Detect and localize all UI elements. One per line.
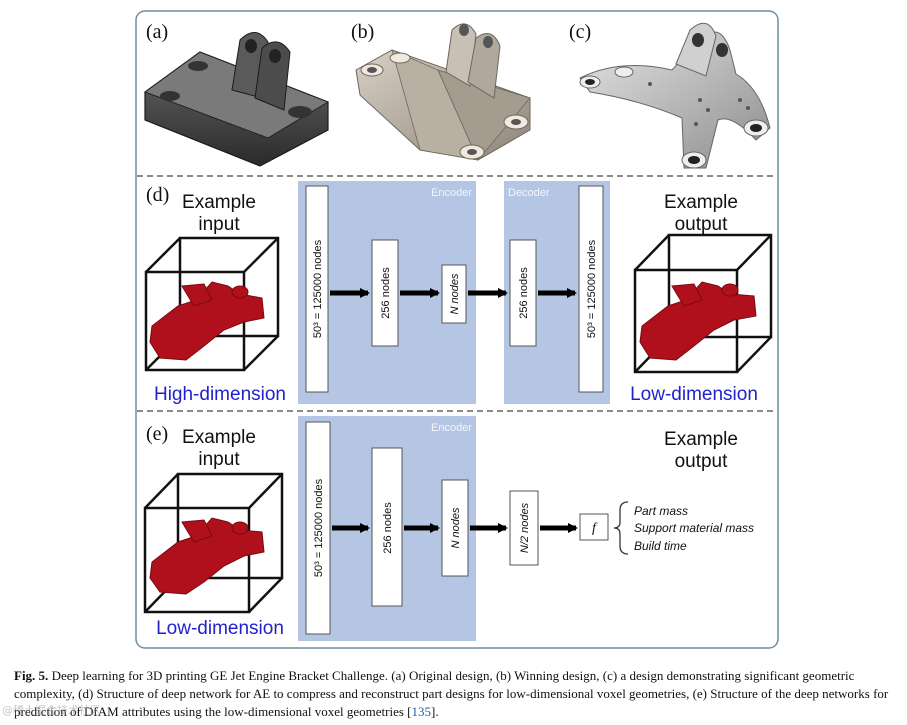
- example-output-line2-d: output: [675, 214, 729, 235]
- node-label-input-e: 50³ = 125000 nodes: [313, 478, 325, 577]
- example-input-line1-d: Example: [182, 192, 256, 213]
- example-output-line1-e: Example: [664, 429, 738, 450]
- voxel-shape-input-d: [149, 281, 265, 361]
- node-label-n-e: N nodes: [450, 507, 462, 548]
- input-layer-d: [305, 185, 329, 393]
- voxel-shape-input-e: [149, 517, 265, 595]
- half-latent-layer-e: [509, 490, 539, 566]
- voxel-cube-input-e: [143, 472, 284, 614]
- watermark: @稀土掘金技术社区: [2, 704, 101, 717]
- latent-layer-e: [441, 479, 469, 577]
- panel-label-d: (d): [146, 184, 169, 206]
- caption-text: Deep learning for 3D printing GE Jet Eng…: [14, 668, 889, 719]
- example-input-line2-e: input: [198, 449, 240, 470]
- output-part-mass: Part mass: [634, 504, 688, 518]
- output-support-mass: Support material mass: [634, 521, 754, 535]
- low-dimension-label-e: Low-dimension: [156, 618, 284, 639]
- encoder-label-d: Encoder: [431, 187, 472, 199]
- output-brace-e: [613, 501, 629, 555]
- caption-reference-link[interactable]: 135: [411, 704, 432, 719]
- node-label-256-dec-d: 256 nodes: [518, 267, 530, 319]
- node-label-n-d: N nodes: [449, 273, 461, 314]
- example-output-line2-e: output: [675, 451, 729, 472]
- figure-caption: Fig. 5. Deep learning for 3D printing GE…: [14, 667, 899, 721]
- caption-figure-label: Fig. 5.: [14, 668, 49, 683]
- complex-bracket-render: [579, 22, 771, 169]
- example-input-line1-e: Example: [182, 427, 256, 448]
- panel-label-c: (c): [569, 21, 591, 43]
- low-dimension-label-d: Low-dimension: [630, 384, 758, 405]
- hidden-layer-256-dec-d: [509, 239, 537, 347]
- latent-layer-d: [441, 264, 467, 324]
- panel-label-b: (b): [351, 21, 374, 43]
- function-box-e: [579, 513, 609, 541]
- node-label-n2-e: N/2 nodes: [519, 502, 531, 553]
- hidden-layer-256-e: [371, 447, 403, 607]
- input-layer-e: [305, 421, 331, 635]
- decoder-label-d: Decoder: [508, 187, 550, 199]
- node-label-output-d: 50³ = 125000 nodes: [586, 239, 598, 338]
- output-layer-d: [578, 185, 604, 393]
- high-dimension-label: High-dimension: [154, 384, 286, 405]
- panel-label-a: (a): [146, 21, 168, 43]
- node-label-input-d: 50³ = 125000 nodes: [312, 239, 324, 338]
- winning-bracket-render: [355, 23, 531, 161]
- node-label-256-e: 256 nodes: [382, 502, 394, 554]
- caption-text-end: ].: [431, 704, 439, 719]
- example-output-line1-d: Example: [664, 192, 738, 213]
- panel-label-e: (e): [146, 423, 168, 445]
- example-input-line2-d: input: [198, 214, 240, 235]
- figure-5: (a) (b) (c) (d) (e): [135, 10, 779, 649]
- voxel-shape-output-d: [639, 281, 757, 361]
- node-label-256-enc-d: 256 nodes: [380, 267, 392, 319]
- original-bracket-render: [143, 32, 330, 167]
- output-build-time: Build time: [634, 539, 687, 553]
- encoder-label-e: Encoder: [431, 422, 472, 434]
- hidden-layer-256-enc-d: [371, 239, 399, 347]
- function-label-e: f: [592, 521, 598, 536]
